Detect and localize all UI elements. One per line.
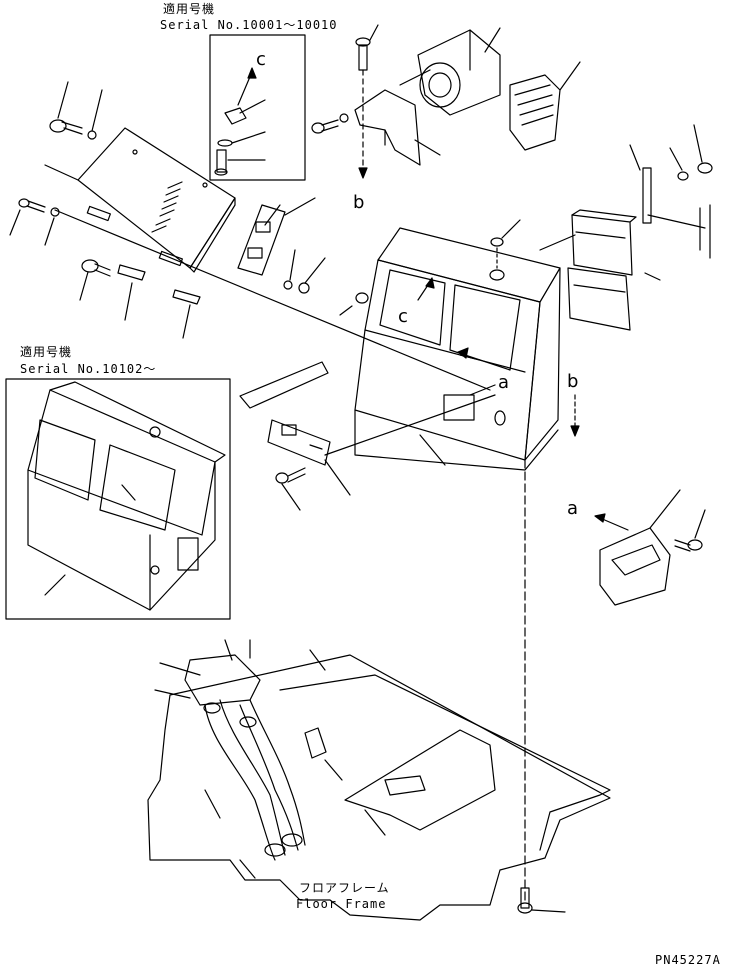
name-plate xyxy=(240,362,495,510)
callout-b-top: b xyxy=(353,192,365,213)
left-bolts xyxy=(10,199,200,338)
floor-frame-jp: フロアフレーム xyxy=(299,881,390,895)
floor-frame xyxy=(148,640,610,920)
part-number: PN45227A xyxy=(655,953,721,967)
leader-lines xyxy=(265,205,495,670)
right-pod xyxy=(595,490,705,605)
inset-left-title: 適用号機 xyxy=(20,345,73,359)
console-housing xyxy=(340,220,579,900)
floor-frame-en: Floor Frame xyxy=(296,897,387,911)
inset-box-serial-10102 xyxy=(6,379,230,619)
callout-a-right: a xyxy=(567,498,579,519)
inset-box-serial-10001 xyxy=(210,35,305,180)
callout-a-main: a xyxy=(498,372,510,393)
inset-top-serial: Serial No.10001～10010 xyxy=(160,18,338,32)
inset-left-serial: Serial No.10102～ xyxy=(20,362,157,376)
callout-b-right: b xyxy=(567,371,579,392)
cover-panel xyxy=(45,82,490,390)
inset-top-title: 適用号機 xyxy=(163,2,216,16)
callout-c-main: c xyxy=(398,306,408,327)
filter-elements xyxy=(568,125,712,330)
callout-c-inset: c xyxy=(256,49,266,70)
switch-bracket xyxy=(238,198,325,293)
blower-assembly xyxy=(312,25,580,178)
